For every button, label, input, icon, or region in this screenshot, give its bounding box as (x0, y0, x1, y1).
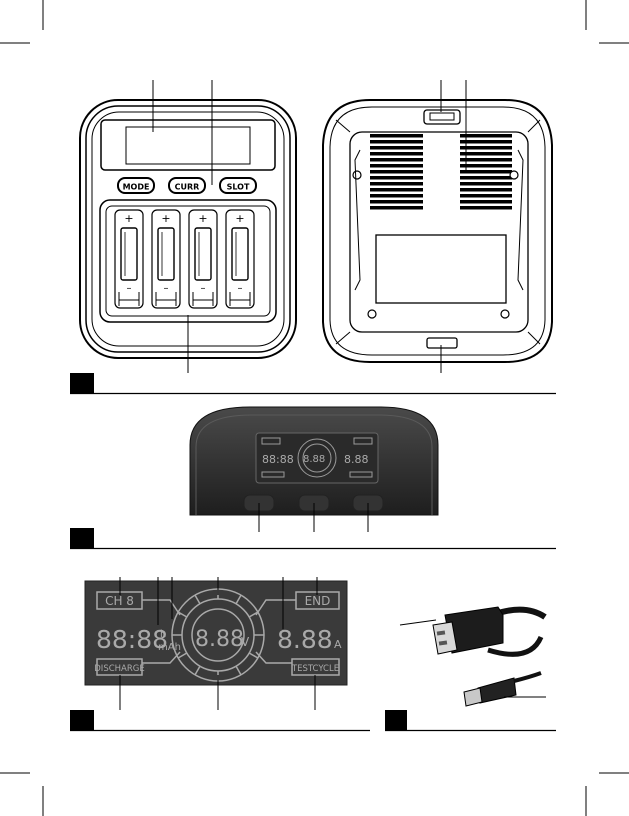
front-buttons: MODE CURR SLOT (118, 178, 256, 193)
vent-slit (460, 170, 512, 174)
vent-slit (370, 194, 423, 198)
vent-slit (370, 146, 423, 150)
figure-lcd-detail: CH 8 END 88:88 h mAh 8.88 V 8.88 A DISCH… (0, 555, 629, 745)
vent-slit (460, 158, 512, 162)
mini-lcd-amp: 8.88 (344, 453, 369, 466)
lcd-testcycle-label: TESTCYCLE (291, 664, 339, 674)
vent-slit (370, 188, 423, 192)
battery-slot: +– (115, 210, 143, 308)
negative-terminal-mark: – (238, 283, 243, 294)
positive-terminal-mark: + (124, 212, 133, 225)
vent-slit (370, 164, 423, 168)
vent-slit (460, 140, 512, 144)
lcd-amp-unit: A (334, 638, 342, 651)
lcd-ch-label: CH 8 (105, 594, 134, 608)
section-marker-4 (385, 710, 407, 731)
vent-slit (370, 182, 423, 186)
lcd-discharge-label: DISCHARGE (94, 664, 144, 674)
vent-slit (370, 200, 423, 204)
section-marker-2 (70, 528, 94, 549)
vent-slit (460, 146, 512, 150)
vent-slit (460, 134, 512, 138)
section-marker-3 (70, 710, 94, 731)
vent-slit (370, 206, 423, 210)
vent-slit (370, 134, 423, 138)
back-bottom-clip (427, 338, 457, 348)
usb-cable-illustration (400, 607, 546, 706)
mini-lcd-time: 88:88 (262, 453, 294, 466)
mode-button-label: MODE (123, 183, 150, 192)
positive-terminal-mark: + (198, 212, 207, 225)
lcd-volt-value: 8.88 (195, 627, 244, 652)
lcd-amp-value: 8.88 (277, 625, 333, 654)
vent-slit (460, 188, 512, 192)
battery-slot: +– (226, 210, 254, 308)
figure-charger-front-back: MODE CURR SLOT +–+–+–+– (0, 0, 629, 400)
vent-slit (370, 152, 423, 156)
vent-slit (460, 206, 512, 210)
slot-button-label: SLOT (227, 183, 250, 192)
vent-slit (370, 170, 423, 174)
charger-back-view (323, 100, 552, 362)
vent-slit (460, 152, 512, 156)
back-top-clip (424, 110, 460, 124)
lcd-volt-unit: V (241, 635, 250, 649)
lcd-end-label: END (305, 594, 331, 608)
battery-slot: +– (152, 210, 180, 308)
vent-slit (460, 176, 512, 180)
lcd-mah-unit: mAh (158, 642, 181, 653)
lcd-h-unit: h (160, 629, 166, 640)
battery-slot: +– (189, 210, 217, 308)
vent-slit (370, 158, 423, 162)
negative-terminal-mark: – (201, 283, 206, 294)
vent-slit (460, 200, 512, 204)
positive-terminal-mark: + (161, 212, 170, 225)
mini-lcd-volt: 8.88 (303, 454, 325, 465)
vent-slit (460, 194, 512, 198)
figure-charger-display-closeup: 88:88 8.88 8.88 (0, 395, 629, 555)
vent-slit (370, 176, 423, 180)
back-label-area (376, 235, 506, 303)
positive-terminal-mark: + (235, 212, 244, 225)
curr-button-label: CURR (175, 183, 200, 192)
vent-slit (370, 140, 423, 144)
vent-slit (460, 182, 512, 186)
section-marker-1 (70, 373, 94, 394)
negative-terminal-mark: – (127, 283, 132, 294)
vent-slit (460, 164, 512, 168)
negative-terminal-mark: – (164, 283, 169, 294)
